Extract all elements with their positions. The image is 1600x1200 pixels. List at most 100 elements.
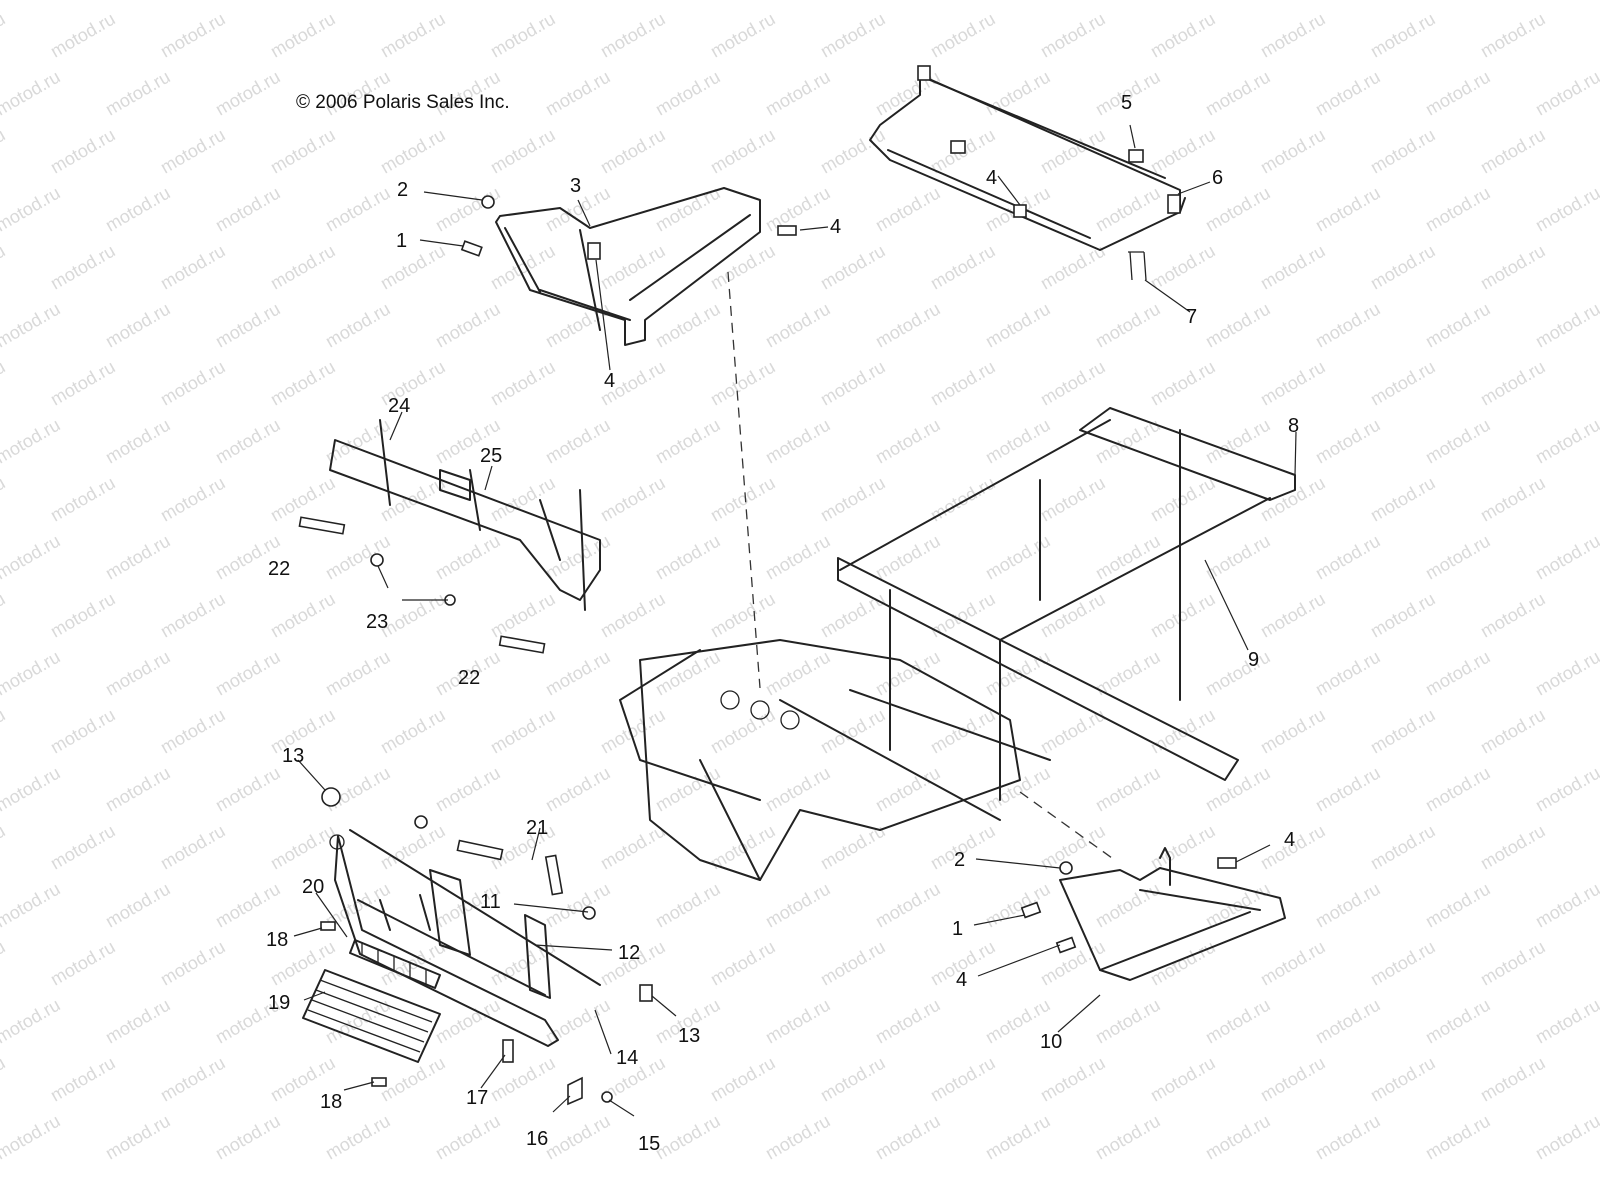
- watermark-text: motod.ru: [0, 531, 64, 584]
- clip-7: [1128, 251, 1147, 281]
- watermark-text: motod.ru: [762, 1111, 834, 1164]
- watermark-text: motod.ru: [1422, 0, 1494, 3]
- watermark-text: motod.ru: [1367, 589, 1439, 642]
- watermark-text: motod.ru: [1147, 9, 1219, 62]
- watermark-text: motod.ru: [652, 763, 724, 816]
- watermark-text: motod.ru: [1092, 763, 1164, 816]
- callout-2: 2: [954, 849, 965, 871]
- watermark-text: motod.ru: [47, 821, 119, 874]
- watermark-text: motod.ru: [872, 67, 944, 120]
- watermark-text: motod.ru: [927, 241, 999, 294]
- watermark-text: motod.ru: [1367, 125, 1439, 178]
- watermark-text: motod.ru: [1147, 937, 1219, 990]
- watermark-text: motod.ru: [927, 357, 999, 410]
- watermark-text: motod.ru: [102, 531, 174, 584]
- watermark-text: motod.ru: [707, 937, 779, 990]
- watermark-text: motod.ru: [212, 183, 284, 236]
- watermark-text: motod.ru: [322, 647, 394, 700]
- watermark-text: motod.ru: [47, 125, 119, 178]
- part-3-seat-bracket: [495, 187, 761, 346]
- callout-23: 23: [366, 611, 388, 633]
- callout-4: 4: [1284, 829, 1295, 851]
- watermark-text: motod.ru: [1532, 299, 1600, 352]
- watermark-text: motod.ru: [762, 879, 834, 932]
- watermark-text: motod.ru: [1422, 647, 1494, 700]
- watermark-text: motod.ru: [542, 763, 614, 816]
- watermark-text: motod.ru: [542, 995, 614, 1048]
- watermark-text: motod.ru: [47, 241, 119, 294]
- watermark-text: motod.ru: [0, 879, 64, 932]
- watermark-text: motod.ru: [1147, 125, 1219, 178]
- nut-21: [414, 815, 428, 829]
- watermark-text: motod.ru: [707, 473, 779, 526]
- callout-8: 8: [1288, 415, 1299, 437]
- watermark-text: motod.ru: [1257, 705, 1329, 758]
- watermark-text: motod.ru: [1312, 763, 1384, 816]
- watermark-text: motod.ru: [1422, 763, 1494, 816]
- watermark-text: motod.ru: [267, 9, 339, 62]
- watermark-text: motod.ru: [212, 647, 284, 700]
- watermark-text: motod.ru: [542, 415, 614, 468]
- watermark-text: motod.ru: [102, 763, 174, 816]
- bolt-21: [456, 839, 504, 861]
- watermark-text: motod.ru: [817, 589, 889, 642]
- watermark-text: motod.ru: [432, 531, 504, 584]
- watermark-text: motod.ru: [542, 1111, 614, 1164]
- callout-6: 6: [1212, 167, 1223, 189]
- callout-21: 21: [526, 817, 548, 839]
- callout-20: 20: [302, 876, 324, 898]
- watermark-text: motod.ru: [1367, 473, 1439, 526]
- watermark-text: motod.ru: [0, 589, 9, 642]
- watermark-text: motod.ru: [0, 299, 64, 352]
- watermark-text: motod.ru: [0, 763, 64, 816]
- watermark-text: motod.ru: [1257, 125, 1329, 178]
- watermark-text: motod.ru: [762, 415, 834, 468]
- watermark-text: motod.ru: [1202, 299, 1274, 352]
- watermark-text: motod.ru: [1257, 937, 1329, 990]
- bolt-1: [460, 240, 483, 257]
- part-8-main-frame: [619, 407, 1296, 881]
- watermark-text: motod.ru: [322, 0, 394, 3]
- watermark-text: motod.ru: [652, 0, 724, 3]
- watermark-text: motod.ru: [707, 1053, 779, 1106]
- watermark-text: motod.ru: [597, 125, 669, 178]
- watermark-text: motod.ru: [102, 0, 174, 3]
- watermark-text: motod.ru: [817, 473, 889, 526]
- callout-5: 5: [1121, 92, 1132, 114]
- watermark-text: motod.ru: [102, 299, 174, 352]
- watermark-text: motod.ru: [1312, 995, 1384, 1048]
- watermark-text: motod.ru: [1147, 473, 1219, 526]
- watermark-text: motod.ru: [707, 357, 779, 410]
- watermark-text: motod.ru: [1422, 183, 1494, 236]
- bolt-4: [587, 242, 601, 260]
- watermark-text: motod.ru: [0, 67, 64, 120]
- watermark-text: motod.ru: [1312, 1111, 1384, 1164]
- watermark-text: motod.ru: [212, 1111, 284, 1164]
- watermark-text: motod.ru: [212, 415, 284, 468]
- watermark-text: motod.ru: [0, 357, 9, 410]
- watermark-text: motod.ru: [982, 531, 1054, 584]
- watermark-text: motod.ru: [0, 0, 64, 3]
- watermark-text: motod.ru: [377, 9, 449, 62]
- watermark-text: motod.ru: [0, 125, 9, 178]
- watermark-text: motod.ru: [1367, 937, 1439, 990]
- watermark-text: motod.ru: [762, 531, 834, 584]
- callout-11: 11: [480, 891, 501, 913]
- watermark-text: motod.ru: [1257, 357, 1329, 410]
- watermark-text: motod.ru: [102, 67, 174, 120]
- watermark-text: motod.ru: [542, 647, 614, 700]
- callout-15: 15: [638, 1133, 660, 1155]
- watermark-text: motod.ru: [1037, 821, 1109, 874]
- watermark-text: motod.ru: [1367, 9, 1439, 62]
- watermark-text: motod.ru: [927, 705, 999, 758]
- part-6-seat-tray: [869, 65, 1186, 251]
- watermark-text: motod.ru: [267, 821, 339, 874]
- watermark-text: motod.ru: [762, 995, 834, 1048]
- watermark-text: motod.ru: [1532, 995, 1600, 1048]
- watermark-text: motod.ru: [0, 821, 9, 874]
- callout-24: 24: [388, 395, 410, 417]
- watermark-text: motod.ru: [157, 821, 229, 874]
- watermark-text: motod.ru: [157, 241, 229, 294]
- watermark-text: motod.ru: [432, 299, 504, 352]
- callout-3: 3: [570, 175, 581, 197]
